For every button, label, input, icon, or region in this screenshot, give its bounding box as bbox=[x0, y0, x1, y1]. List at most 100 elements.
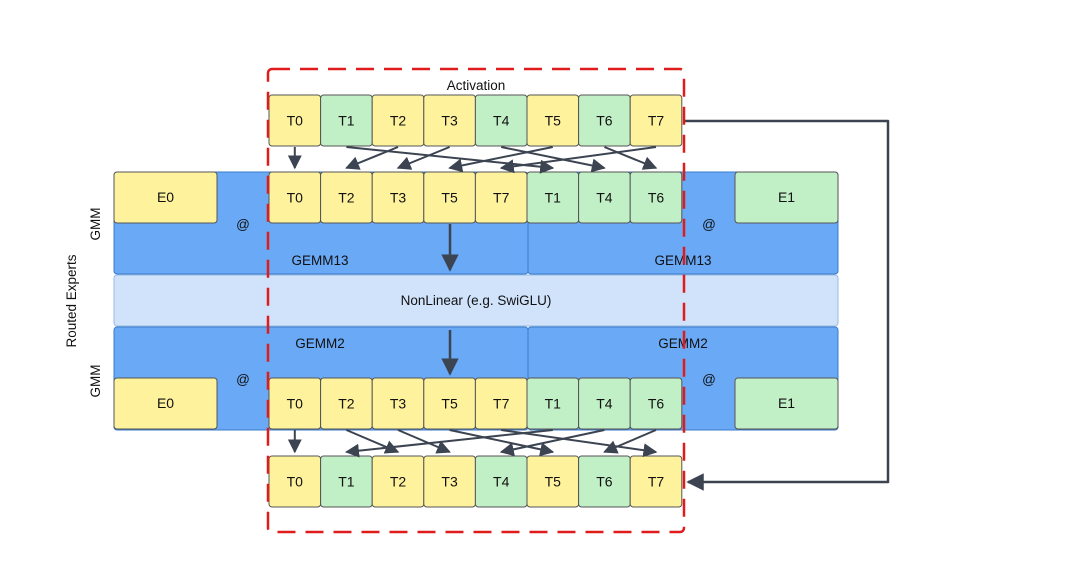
output-token-label: T6 bbox=[596, 474, 613, 490]
input-token-t1: T1 bbox=[320, 94, 373, 147]
permute-arrow bbox=[501, 146, 606, 173]
expert-e0-bottom: E0 bbox=[113, 377, 218, 430]
input-activation-row: T0 T1 T2 T3 T4 T5 T6 T7 bbox=[268, 94, 683, 147]
gmm-top-label: GMM bbox=[88, 208, 103, 241]
routed-experts-label: Routed Experts bbox=[64, 254, 79, 347]
gemm13-token-t1: T1 bbox=[526, 171, 580, 224]
gemm2-token-t2: T2 bbox=[320, 377, 373, 430]
output-token-label: T5 bbox=[545, 474, 562, 490]
output-token-t4: T4 bbox=[474, 455, 528, 508]
expert-e1-bottom: E1 bbox=[734, 377, 839, 430]
output-token-label: T3 bbox=[441, 474, 458, 490]
output-token-label: T0 bbox=[287, 474, 304, 490]
gemm13-token-label: T0 bbox=[287, 190, 304, 206]
unpermute-arrow bbox=[603, 429, 657, 454]
input-token-t6: T6 bbox=[578, 94, 631, 147]
input-token-t4: T4 bbox=[474, 94, 528, 147]
unpermute-arrow bbox=[397, 429, 451, 454]
gemm13-token-t2: T2 bbox=[320, 171, 373, 224]
skip-connection-arrow bbox=[684, 119, 890, 491]
gemm13-token-t4: T4 bbox=[578, 171, 631, 224]
matmul-symbol-bottom-left: @ bbox=[236, 372, 250, 387]
gemm2-token-t6: T6 bbox=[629, 377, 683, 430]
output-token-t3: T3 bbox=[423, 455, 476, 508]
output-token-t5: T5 bbox=[526, 455, 580, 508]
gemm13-token-t3: T3 bbox=[371, 171, 425, 224]
input-token-cell bbox=[629, 94, 683, 147]
expert-e1-top-label: E1 bbox=[778, 189, 795, 205]
output-token-t1: T1 bbox=[320, 455, 373, 508]
gemm2-token-t0: T0 bbox=[268, 377, 322, 430]
input-token-label: T3 bbox=[441, 113, 458, 129]
input-token-label: T1 bbox=[338, 113, 355, 129]
input-token-t2: T2 bbox=[371, 94, 425, 147]
input-token-label: T5 bbox=[545, 113, 562, 129]
matmul-symbol-top-right: @ bbox=[702, 217, 716, 232]
nonlinear-label: NonLinear (e.g. SwiGLU) bbox=[401, 293, 552, 308]
gemm2-token-label: T7 bbox=[493, 396, 510, 412]
gemm13-token-label: T2 bbox=[338, 190, 355, 206]
unpermute-arrows bbox=[287, 429, 658, 458]
gemm13-token-label: T4 bbox=[596, 190, 613, 206]
input-token-label: T0 bbox=[287, 113, 304, 129]
gemm2-token-t4: T4 bbox=[578, 377, 631, 430]
output-token-label: T1 bbox=[338, 474, 355, 490]
permute-arrow bbox=[604, 146, 658, 170]
unpermute-arrow bbox=[499, 429, 605, 457]
gemm13-token-label: T5 bbox=[441, 190, 458, 206]
gemm2-token-t7: T7 bbox=[474, 377, 528, 430]
gemm2-left-label: GEMM2 bbox=[295, 336, 345, 351]
gemm2-token-label: T6 bbox=[648, 396, 665, 412]
gemm13-token-t7: T7 bbox=[474, 171, 528, 224]
expert-e0-top-label: E0 bbox=[157, 189, 174, 205]
input-token-t5: T5 bbox=[526, 94, 580, 147]
gemm13-token-t6: T6 bbox=[629, 171, 683, 224]
output-token-label: T2 bbox=[390, 474, 407, 490]
gemm2-token-t5: T5 bbox=[423, 377, 476, 430]
output-token-t6: T6 bbox=[578, 455, 631, 508]
gemm2-token-label: T3 bbox=[390, 396, 407, 412]
output-token-t0: T0 bbox=[268, 455, 322, 508]
matmul-symbol-bottom-right: @ bbox=[702, 372, 716, 387]
unpermute-arrow bbox=[449, 429, 555, 457]
gemm2-token-label: T5 bbox=[441, 396, 458, 412]
gemm13-token-t5: T5 bbox=[423, 171, 476, 224]
gemm2-token-label: T2 bbox=[338, 396, 355, 412]
matmul-symbol-top-left: @ bbox=[236, 217, 250, 232]
output-token-t2: T2 bbox=[371, 455, 425, 508]
activation-dashed-boundary bbox=[266, 67, 686, 534]
output-token-label: T7 bbox=[648, 474, 665, 490]
input-token-label: T6 bbox=[596, 113, 613, 129]
gemm2-token-cell bbox=[629, 377, 683, 430]
unpermute-arrow bbox=[345, 429, 553, 458]
output-token-t7: T7 bbox=[629, 455, 683, 508]
gmm-bottom-label: GMM bbox=[88, 365, 103, 398]
input-token-t3: T3 bbox=[423, 94, 476, 147]
input-token-label: T4 bbox=[493, 113, 510, 129]
gemm2-token-label: T1 bbox=[545, 396, 562, 412]
gemm13-token-label: T3 bbox=[390, 190, 407, 206]
permuted-gemm2-row: T0 T2 T3 T5 T7 T1 T4 T6 bbox=[268, 377, 683, 430]
output-activation-row: T0 T1 T2 T3 T4 T5 T6 T7 bbox=[268, 455, 683, 508]
expert-e0-top: E0 bbox=[113, 171, 218, 224]
permute-arrow bbox=[448, 146, 553, 173]
permuted-gemm13-row: T0 T2 T3 T5 T7 T1 T4 T6 bbox=[268, 171, 683, 224]
gemm13-left-label: GEMM13 bbox=[291, 253, 348, 268]
gemm13-token-t0: T0 bbox=[268, 171, 322, 224]
expert-e1-bottom-label: E1 bbox=[778, 395, 795, 411]
expert-e1-top: E1 bbox=[734, 171, 839, 224]
permute-arrow bbox=[396, 146, 450, 170]
output-token-label: T4 bbox=[493, 474, 510, 490]
nonlinear-band bbox=[113, 274, 839, 327]
gemm13-token-cell bbox=[629, 171, 683, 224]
input-token-t7: T7 bbox=[629, 94, 683, 147]
expert-e0-bottom-label: E0 bbox=[157, 395, 174, 411]
input-token-label: T2 bbox=[390, 113, 407, 129]
gemm13-token-label: T7 bbox=[493, 190, 510, 206]
gemm2-token-t3: T3 bbox=[371, 377, 425, 430]
gemm2-token-t1: T1 bbox=[526, 377, 580, 430]
gemm2-token-label: T0 bbox=[287, 396, 304, 412]
permute-arrows bbox=[287, 146, 658, 174]
input-token-label: T7 bbox=[648, 113, 665, 129]
input-token-t0: T0 bbox=[268, 94, 322, 147]
